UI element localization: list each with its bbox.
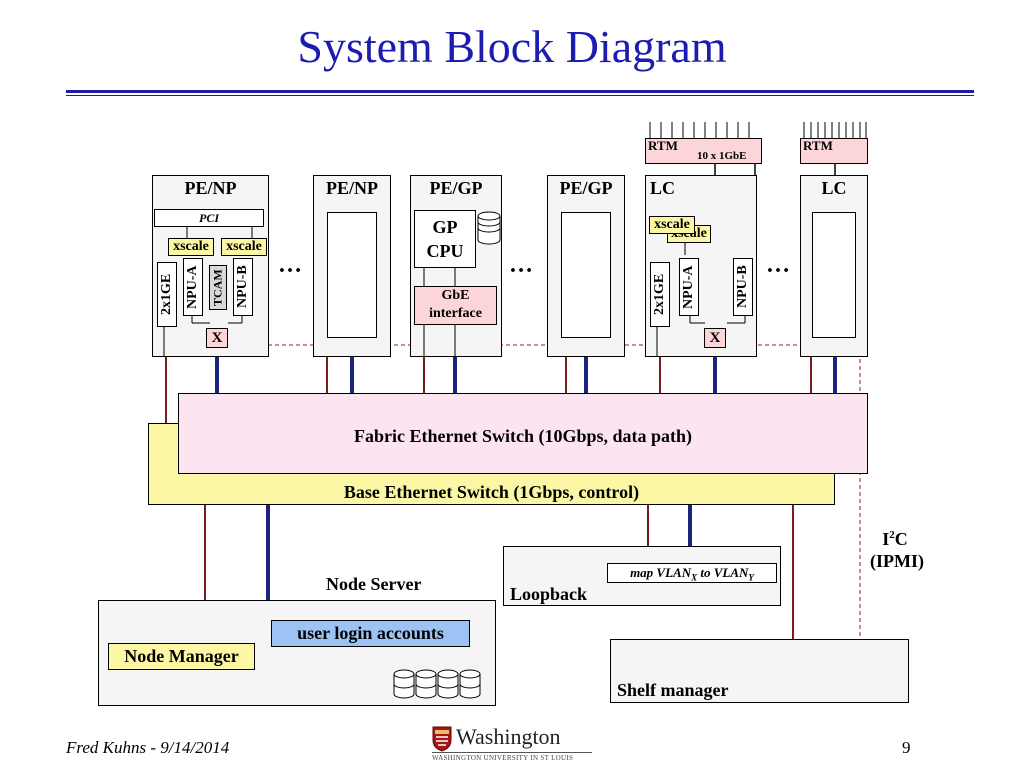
board-label: PE/NP	[326, 178, 378, 198]
ellipsis: …	[278, 252, 302, 278]
rtm-port-label: 10 x 1GbE	[697, 150, 747, 162]
ipmi-text: (IPMI)	[870, 551, 924, 571]
npu-a-chip: NPU-A	[183, 258, 203, 316]
ge-port-block: 2x1GE	[157, 262, 177, 327]
logo-subtext: WASHINGTON UNIVERSITY IN ST LOUIS	[432, 754, 574, 762]
rtm-module	[800, 138, 868, 164]
i2c-text: I	[882, 529, 890, 549]
fabric-ethernet-switch	[178, 393, 868, 474]
loopback-label: Loopback	[510, 584, 588, 604]
xscale-chip: xscale	[221, 238, 267, 256]
board-slot	[327, 212, 377, 338]
ellipsis: …	[509, 252, 533, 278]
disk-icon	[477, 211, 501, 245]
ellipsis: …	[766, 252, 790, 278]
base-switch-label: Base Ethernet Switch (1Gbps, control)	[343, 482, 640, 502]
footer-author-date: Fred Kuhns - 9/14/2014	[66, 738, 230, 757]
board-label: PE/GP	[429, 178, 483, 198]
xscale-chip: xscale	[649, 216, 695, 234]
shelf-manager-label: Shelf manager	[617, 680, 729, 700]
board-internal-wires	[656, 235, 746, 357]
logo-wordmark: Washington	[456, 724, 561, 749]
npu-a-chip: NPU-A	[679, 258, 699, 316]
board-slot	[812, 212, 856, 338]
board-label: LC	[650, 178, 676, 198]
board-label: PE/NP	[184, 178, 237, 198]
npu-b-chip: NPU-B	[733, 258, 753, 316]
board-label: LC	[821, 178, 847, 198]
pci-bus: PCI	[154, 209, 264, 227]
rtm-label: RTM	[803, 138, 833, 153]
xscale-chip: xscale	[168, 238, 214, 256]
shelf-manager-box	[610, 639, 909, 703]
i2c-label: I2C (IPMI)	[870, 524, 924, 572]
rtm-label: RTM	[648, 138, 678, 153]
title-rule	[66, 90, 974, 93]
vlan-map-text: map VLAN	[630, 565, 692, 580]
i2c-sup: 2	[889, 529, 895, 541]
board-slot	[561, 212, 611, 338]
shield-logo-icon	[432, 726, 452, 752]
board-label: PE/GP	[559, 178, 613, 198]
fabric-switch-label: Fabric Ethernet Switch (10Gbps, data pat…	[353, 426, 692, 446]
gp-cpu: GP CPU	[414, 210, 476, 268]
i2c-text: C	[894, 529, 908, 549]
tcam-chip: TCAM	[209, 265, 227, 310]
page-title: System Block Diagram	[297, 21, 727, 72]
crossbar-switch: X	[206, 328, 228, 348]
page-number: 9	[902, 738, 911, 757]
gbe-interface: GbE interface	[414, 286, 497, 325]
title-rule-thin	[66, 95, 974, 96]
node-manager: Node Manager	[108, 643, 255, 670]
vlan-sub: Y	[748, 572, 754, 583]
disk-array-icon	[393, 669, 481, 699]
node-server-title: Node Server	[326, 574, 422, 594]
vlan-map: map VLANX to VLANY	[607, 563, 777, 583]
crossbar-switch: X	[704, 328, 726, 348]
rtm-module	[645, 138, 762, 164]
user-login-accounts: user login accounts	[271, 620, 470, 647]
npu-b-chip: NPU-B	[233, 258, 253, 316]
ge-port-block: 2x1GE	[650, 262, 670, 327]
vlan-sub: X	[691, 572, 698, 583]
vlan-map-text: to VLAN	[697, 565, 749, 580]
logo-rule	[432, 752, 592, 753]
